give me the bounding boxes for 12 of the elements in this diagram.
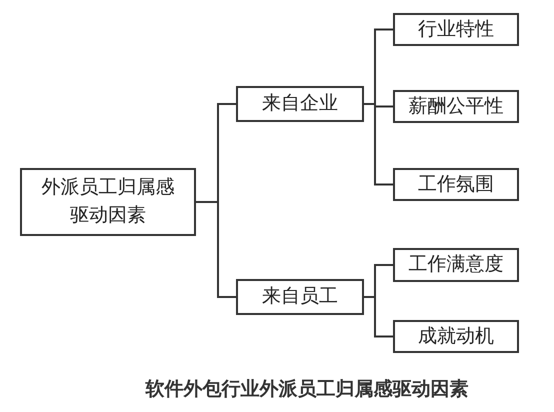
factor-box: 工作满意度: [393, 248, 519, 282]
factor-box: 成就动机: [393, 320, 519, 353]
connector-line: [196, 201, 236, 298]
factor-box: 薪酬公平性: [393, 90, 519, 123]
factor-box: 工作氛围: [393, 168, 519, 201]
connector-line: [364, 296, 393, 338]
caption: 软件外包行业外派员工归属感驱动因素: [144, 377, 470, 402]
connector-line: [364, 103, 393, 186]
factor-box: 来自企业: [236, 86, 364, 122]
root-box: 外派员工归属感驱动因素: [20, 168, 196, 236]
factor-box: 行业特性: [393, 13, 519, 46]
factor-box: 来自员工: [236, 279, 364, 315]
